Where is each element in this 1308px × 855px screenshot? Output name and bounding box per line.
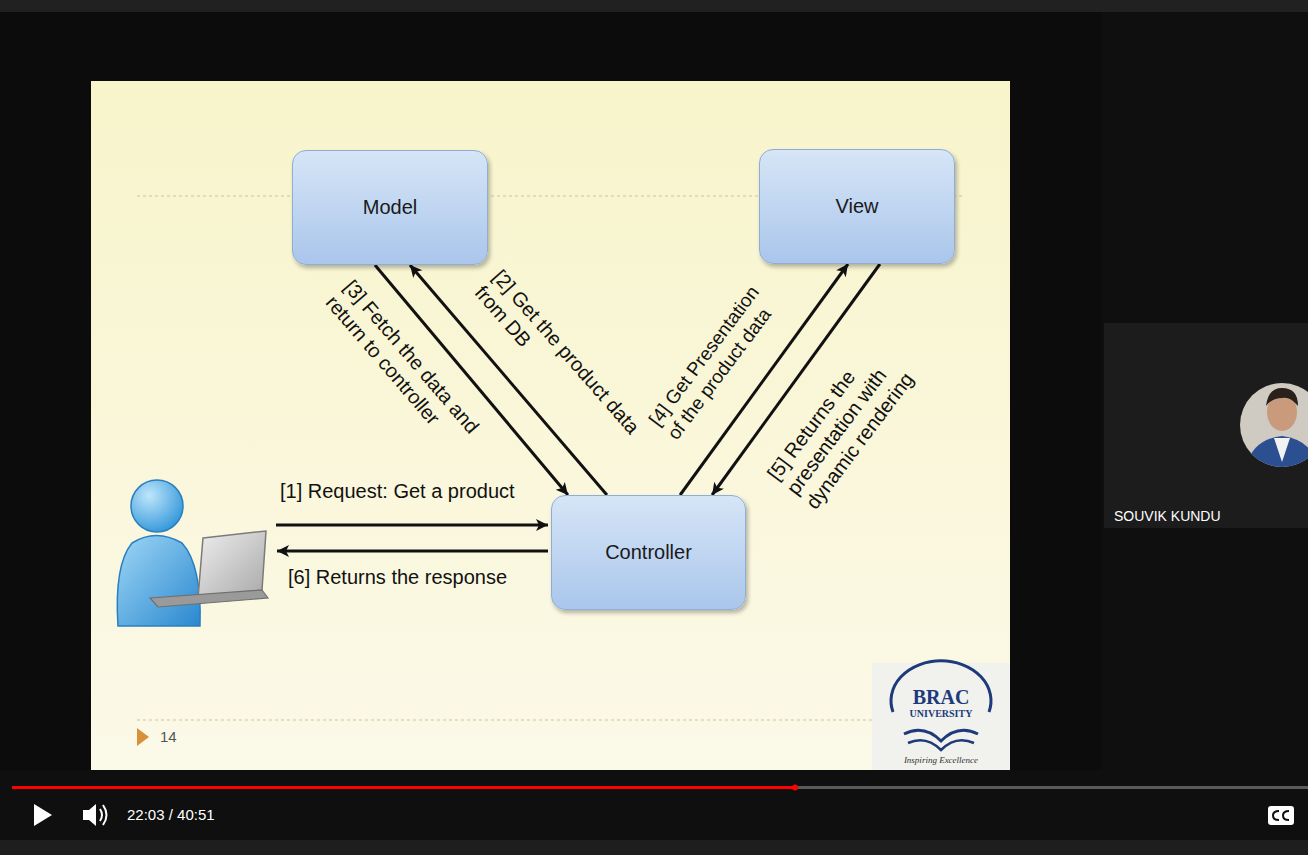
logo-tagline: Inspiring Excellence <box>904 755 978 765</box>
laptop-screen <box>198 531 266 598</box>
slide-bullet <box>137 728 149 746</box>
photo-ground <box>1238 381 1308 471</box>
slide <box>91 81 1010 770</box>
cc-glyph <box>1283 811 1289 820</box>
video-area <box>0 12 1102 770</box>
logo-panel <box>872 663 1010 770</box>
slide-number: 14 <box>160 728 177 745</box>
slide-rule <box>137 719 963 720</box>
progress-track <box>12 786 1308 789</box>
photo-shirt <box>1274 438 1290 462</box>
mvc-box: Controller <box>551 495 746 610</box>
user-figure <box>117 480 268 626</box>
volume-icon <box>83 804 96 826</box>
logo-text: BRAC <box>913 686 970 709</box>
progress-knob <box>792 785 798 791</box>
response-arrow <box>277 550 548 553</box>
participant-tile <box>1104 323 1308 528</box>
play-icon <box>34 804 52 826</box>
request-arrow <box>276 524 548 527</box>
progress-played <box>12 786 795 789</box>
logo-book <box>908 740 974 750</box>
arrow-label: [6] Returns the response <box>288 566 507 589</box>
cc-glyph <box>1273 811 1279 820</box>
user-body <box>117 536 200 627</box>
participant-photo <box>1238 381 1308 471</box>
photo-hair <box>1266 388 1298 406</box>
volume-wave <box>103 805 107 825</box>
logo-book <box>904 730 978 741</box>
mvc-box: View <box>759 149 955 264</box>
participant-name: SOUVIK KUNDU <box>1114 508 1221 524</box>
box-title: View <box>836 195 879 218</box>
logo-text: UNIVERSITY <box>910 708 973 720</box>
mvc-box: Model <box>292 150 488 265</box>
box-title: Model <box>363 196 417 219</box>
bottom-strip <box>0 840 1308 855</box>
box-title: Controller <box>605 541 692 564</box>
cc-icon <box>1268 806 1294 825</box>
top-strip <box>0 0 1308 12</box>
photo-suit <box>1246 436 1308 470</box>
logo-ring <box>891 661 991 712</box>
user-head <box>131 480 183 532</box>
time-display: 22:03 / 40:51 <box>127 806 215 823</box>
volume-wave <box>100 809 102 821</box>
laptop-base <box>150 590 268 607</box>
arrow-label: [1] Request: Get a product <box>280 480 515 503</box>
